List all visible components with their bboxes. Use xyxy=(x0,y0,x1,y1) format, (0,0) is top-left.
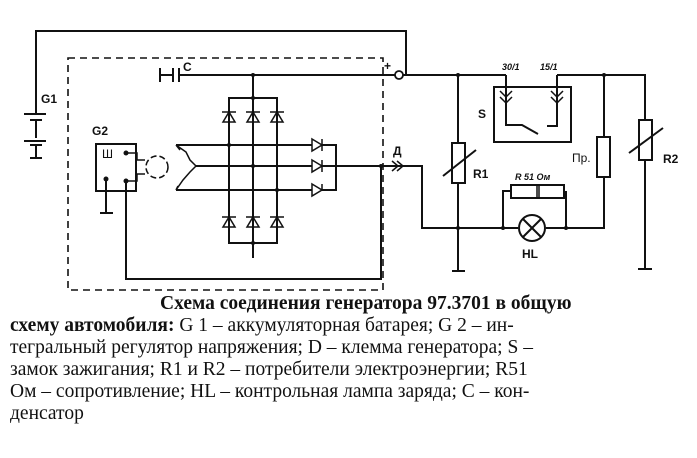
diode-icon xyxy=(221,215,285,228)
caption-line-2: тегральный регулятор напряжения; D – кле… xyxy=(10,337,533,358)
rotor-winding-icon xyxy=(145,155,169,179)
caption-line-1-text: G 1 – аккумуляторная батарея; G 2 – ин- xyxy=(174,315,514,336)
caption-line-5: денсатор xyxy=(10,403,84,424)
d-to-lamp-wire xyxy=(386,165,503,229)
lamp-label: HL xyxy=(522,247,538,261)
battery-positive-wire xyxy=(35,30,407,103)
generator-enclosure xyxy=(67,57,384,291)
caption-line-1: схему автомобиля: G 1 – аккумуляторная б… xyxy=(10,315,690,337)
lamp-icon xyxy=(518,214,546,242)
resistor-label: R 51 Ом xyxy=(515,172,551,182)
plus-terminal-label: + xyxy=(384,59,391,73)
fuse-label: Пр. xyxy=(572,151,591,165)
load-r2-label: R2 xyxy=(663,152,679,166)
generator-wiring-diagram: G1 C + xyxy=(24,30,679,291)
d-terminal-label: Д xyxy=(393,144,402,158)
caption-line-4: Ом – сопротивление; HL – контрольная лам… xyxy=(10,381,530,402)
ignition-switch-box xyxy=(493,86,572,143)
regulator-label: G2 xyxy=(92,124,108,138)
diode-icon xyxy=(311,137,324,198)
battery-label: G1 xyxy=(41,92,57,106)
diode-icon xyxy=(221,110,285,123)
caption-title-continued: схему автомобиля: xyxy=(10,315,175,336)
load-r1-label: R1 xyxy=(473,167,489,181)
rectifier-bridge xyxy=(176,73,386,258)
switch-terminal-15-label: 15/1 xyxy=(540,62,558,72)
stator-winding-icon xyxy=(175,144,197,191)
caption-title: Схема соединения генератора 97.3701 в об… xyxy=(160,293,572,314)
fuse-icon xyxy=(596,136,611,178)
switch-label: S xyxy=(478,107,486,121)
regulator-box xyxy=(95,143,137,192)
regulator-d-wire xyxy=(125,166,382,280)
capacitor-label: C xyxy=(183,60,192,74)
battery-g1-icon xyxy=(24,103,46,159)
capacitor-icon xyxy=(159,68,180,82)
switch-terminal-30-label: 30/1 xyxy=(502,62,520,72)
plus-terminal-icon xyxy=(394,70,404,80)
regulator-terminal-label: Ш xyxy=(102,147,113,161)
figure-caption: Схема соединения генератора 97.3701 в об… xyxy=(10,293,690,425)
caption-line-3: замок зажигания; R1 и R2 – потребители э… xyxy=(10,359,528,380)
